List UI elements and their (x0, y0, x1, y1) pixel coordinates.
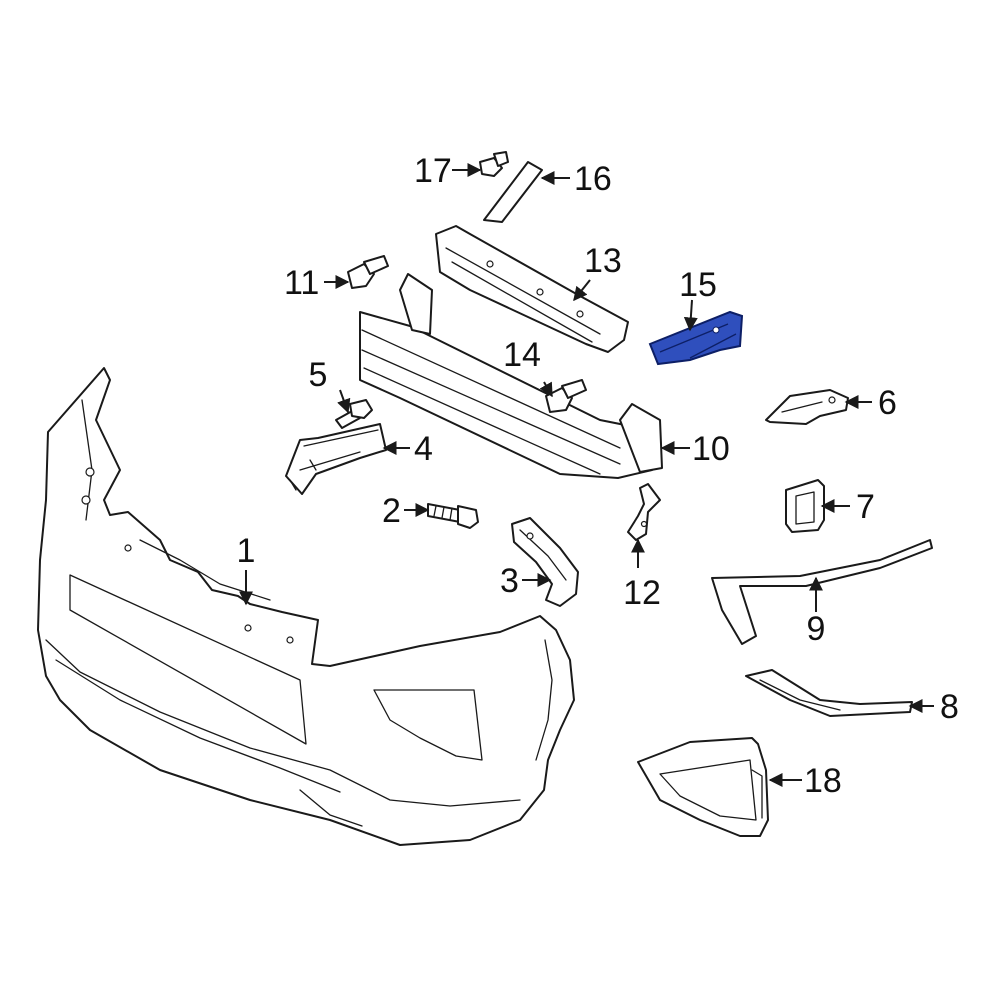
bracket-12-part[interactable] (627, 483, 661, 541)
callout-7: 7 (856, 488, 875, 526)
bracket-6-part[interactable] (765, 389, 849, 425)
callout-10: 10 (692, 430, 730, 468)
bolt-5-part[interactable] (335, 399, 373, 429)
upper-bar-13-part[interactable] (435, 225, 629, 353)
bolt-11-part[interactable] (347, 255, 389, 289)
callout-9: 9 (807, 610, 826, 648)
callout-13: 13 (584, 242, 622, 280)
strap-16-part[interactable] (483, 161, 543, 223)
callout-6: 6 (878, 384, 897, 422)
reinforcement-beam-10-part[interactable] (359, 273, 663, 479)
bracket-3-part[interactable] (511, 517, 579, 607)
callout-11: 11 (284, 264, 319, 302)
bracket-7-part[interactable] (785, 479, 825, 533)
bumper-cover-part[interactable] (37, 367, 575, 846)
bolt-2-part[interactable] (427, 503, 479, 529)
leader-lines (239, 163, 934, 787)
bracket-4-part[interactable] (285, 423, 387, 495)
callout-5: 5 (309, 356, 328, 394)
fog-bezel-18-part[interactable] (637, 737, 769, 837)
callout-labels: 1 2 3 4 5 6 7 8 9 10 11 12 13 14 15 16 1… (237, 152, 959, 800)
bracket-15-part-highlighted[interactable] (648, 310, 744, 366)
callout-1: 1 (237, 532, 256, 570)
bolt-17-part[interactable] (479, 151, 509, 177)
garnish-8-part[interactable] (745, 669, 913, 717)
callout-17: 17 (414, 152, 452, 190)
callout-3: 3 (500, 562, 519, 600)
callout-2: 2 (382, 492, 401, 530)
callout-4: 4 (414, 430, 433, 468)
molding-9-part[interactable] (711, 539, 933, 645)
callout-15: 15 (679, 266, 717, 304)
callout-8: 8 (940, 688, 959, 726)
callout-18: 18 (804, 762, 842, 800)
callout-12: 12 (623, 574, 661, 612)
callout-16: 16 (574, 160, 612, 198)
callout-14: 14 (503, 336, 541, 374)
